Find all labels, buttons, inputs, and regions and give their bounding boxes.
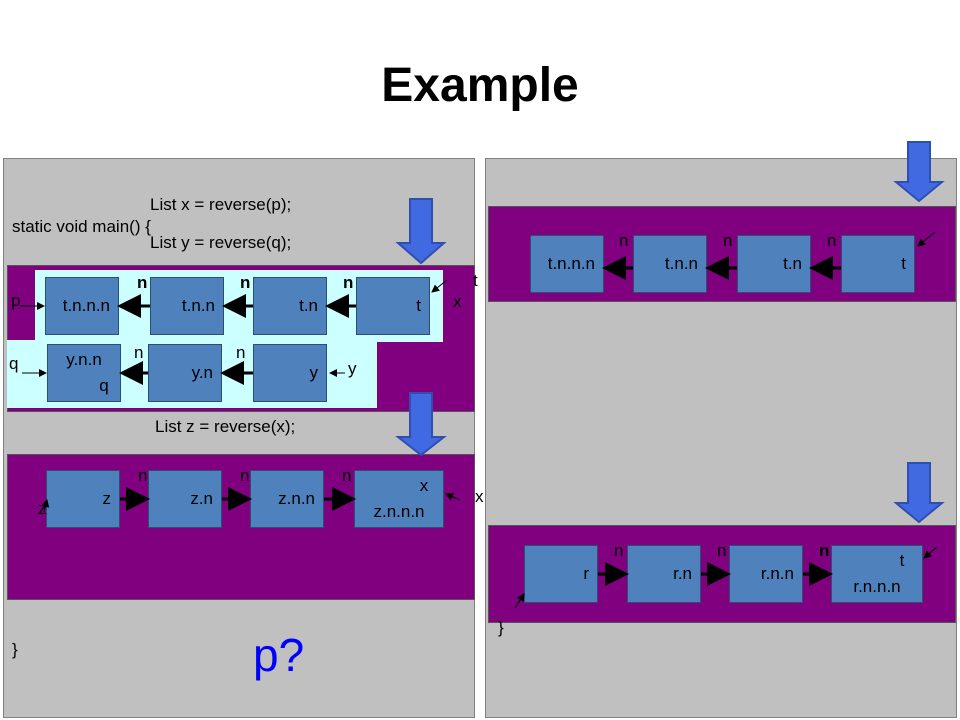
edge-label-q-0: n [134, 343, 144, 362]
list-node-right-bottom-3-bottom: r.n.n.n [853, 577, 901, 596]
edge-label-p-2: n [343, 273, 354, 292]
edge-label-z-2: n [342, 466, 352, 485]
code-assign-z: List z = reverse(x); [155, 417, 296, 436]
edge-label-right-bottom-0: n [614, 541, 624, 560]
list-node-q-0-top: y.n.n [66, 350, 102, 369]
list-node-p-2: t.n [253, 277, 327, 335]
stray-brace: } [498, 618, 504, 637]
list-node-q-2-top: y [309, 363, 319, 382]
edge-label-z-0: n [138, 466, 148, 485]
list-node-right-top-2: t.n [737, 235, 811, 293]
var-label-p: p [11, 291, 21, 310]
edge-label-right-bottom-2: n [819, 541, 830, 560]
var-label-y: y [348, 359, 357, 378]
slide-title: Example [381, 59, 579, 112]
var-label-t: t [473, 271, 478, 290]
list-node-z-2: z.n.n [250, 470, 324, 528]
list-node-z-0: z [46, 470, 120, 528]
code-main-signature: static void main() { [12, 217, 151, 236]
edge-label-p-1: n [240, 273, 251, 292]
edge-label-right-top-2: n [827, 231, 837, 250]
list-node-right-top-3: t [841, 235, 915, 293]
list-node-q-0-bottom: q [99, 376, 109, 395]
list-node-z-3-bottom: z.n.n.n [373, 502, 425, 521]
var-label-q: q [9, 354, 19, 373]
list-node-z-2-top: z.n.n [278, 489, 315, 508]
list-node-right-bottom-0-top: r [583, 564, 589, 583]
list-node-z-1: z.n [148, 470, 222, 528]
edge-label-right-top-0: n [619, 231, 629, 250]
list-node-z-1-top: z.n [190, 489, 213, 508]
list-node-right-bottom-0: r [524, 545, 598, 603]
edge-label-q-1: n [236, 343, 246, 362]
var-label-x: x [453, 292, 462, 311]
list-node-right-bottom-1: r.n [627, 545, 701, 603]
edge-label-p-0: n [137, 273, 148, 292]
list-node-z-3-top: x [419, 476, 429, 495]
list-node-p-1: t.n.n [150, 277, 224, 335]
list-node-q-1-top: y.n [191, 363, 213, 382]
list-node-p-3: t [356, 277, 430, 335]
list-node-right-bottom-1-top: r.n [673, 564, 692, 583]
list-node-right-bottom-3: t r.n.n.n [831, 545, 923, 603]
list-node-q-2: y [253, 344, 327, 402]
var-label-x-2: x [475, 487, 484, 506]
list-node-right-bottom-2: r.n.n [729, 545, 803, 603]
var-label-z: z [38, 499, 47, 518]
list-node-right-top-1: t.n.n [633, 235, 707, 293]
list-node-z-0-top: z [102, 489, 112, 508]
edge-label-z-1: n [240, 466, 250, 485]
code-assign-x: List x = reverse(p); [150, 195, 292, 214]
edge-label-right-bottom-1: n [717, 541, 727, 560]
list-node-right-bottom-3-top: t [899, 551, 905, 570]
list-node-right-bottom-2-top: r.n.n [760, 564, 794, 583]
list-node-p-0: t.n.n.n [45, 277, 119, 335]
code-assign-y: List y = reverse(q); [150, 233, 292, 252]
list-node-q-1: y.n [148, 344, 222, 402]
edge-label-right-top-1: n [723, 231, 733, 250]
question-text: p? [253, 629, 305, 681]
list-node-right-top-0: t.n.n.n [530, 235, 604, 293]
closing-brace: } [12, 640, 18, 659]
list-node-z-3: x z.n.n.n [354, 470, 444, 528]
list-node-q-0: y.n.n q [47, 344, 121, 402]
